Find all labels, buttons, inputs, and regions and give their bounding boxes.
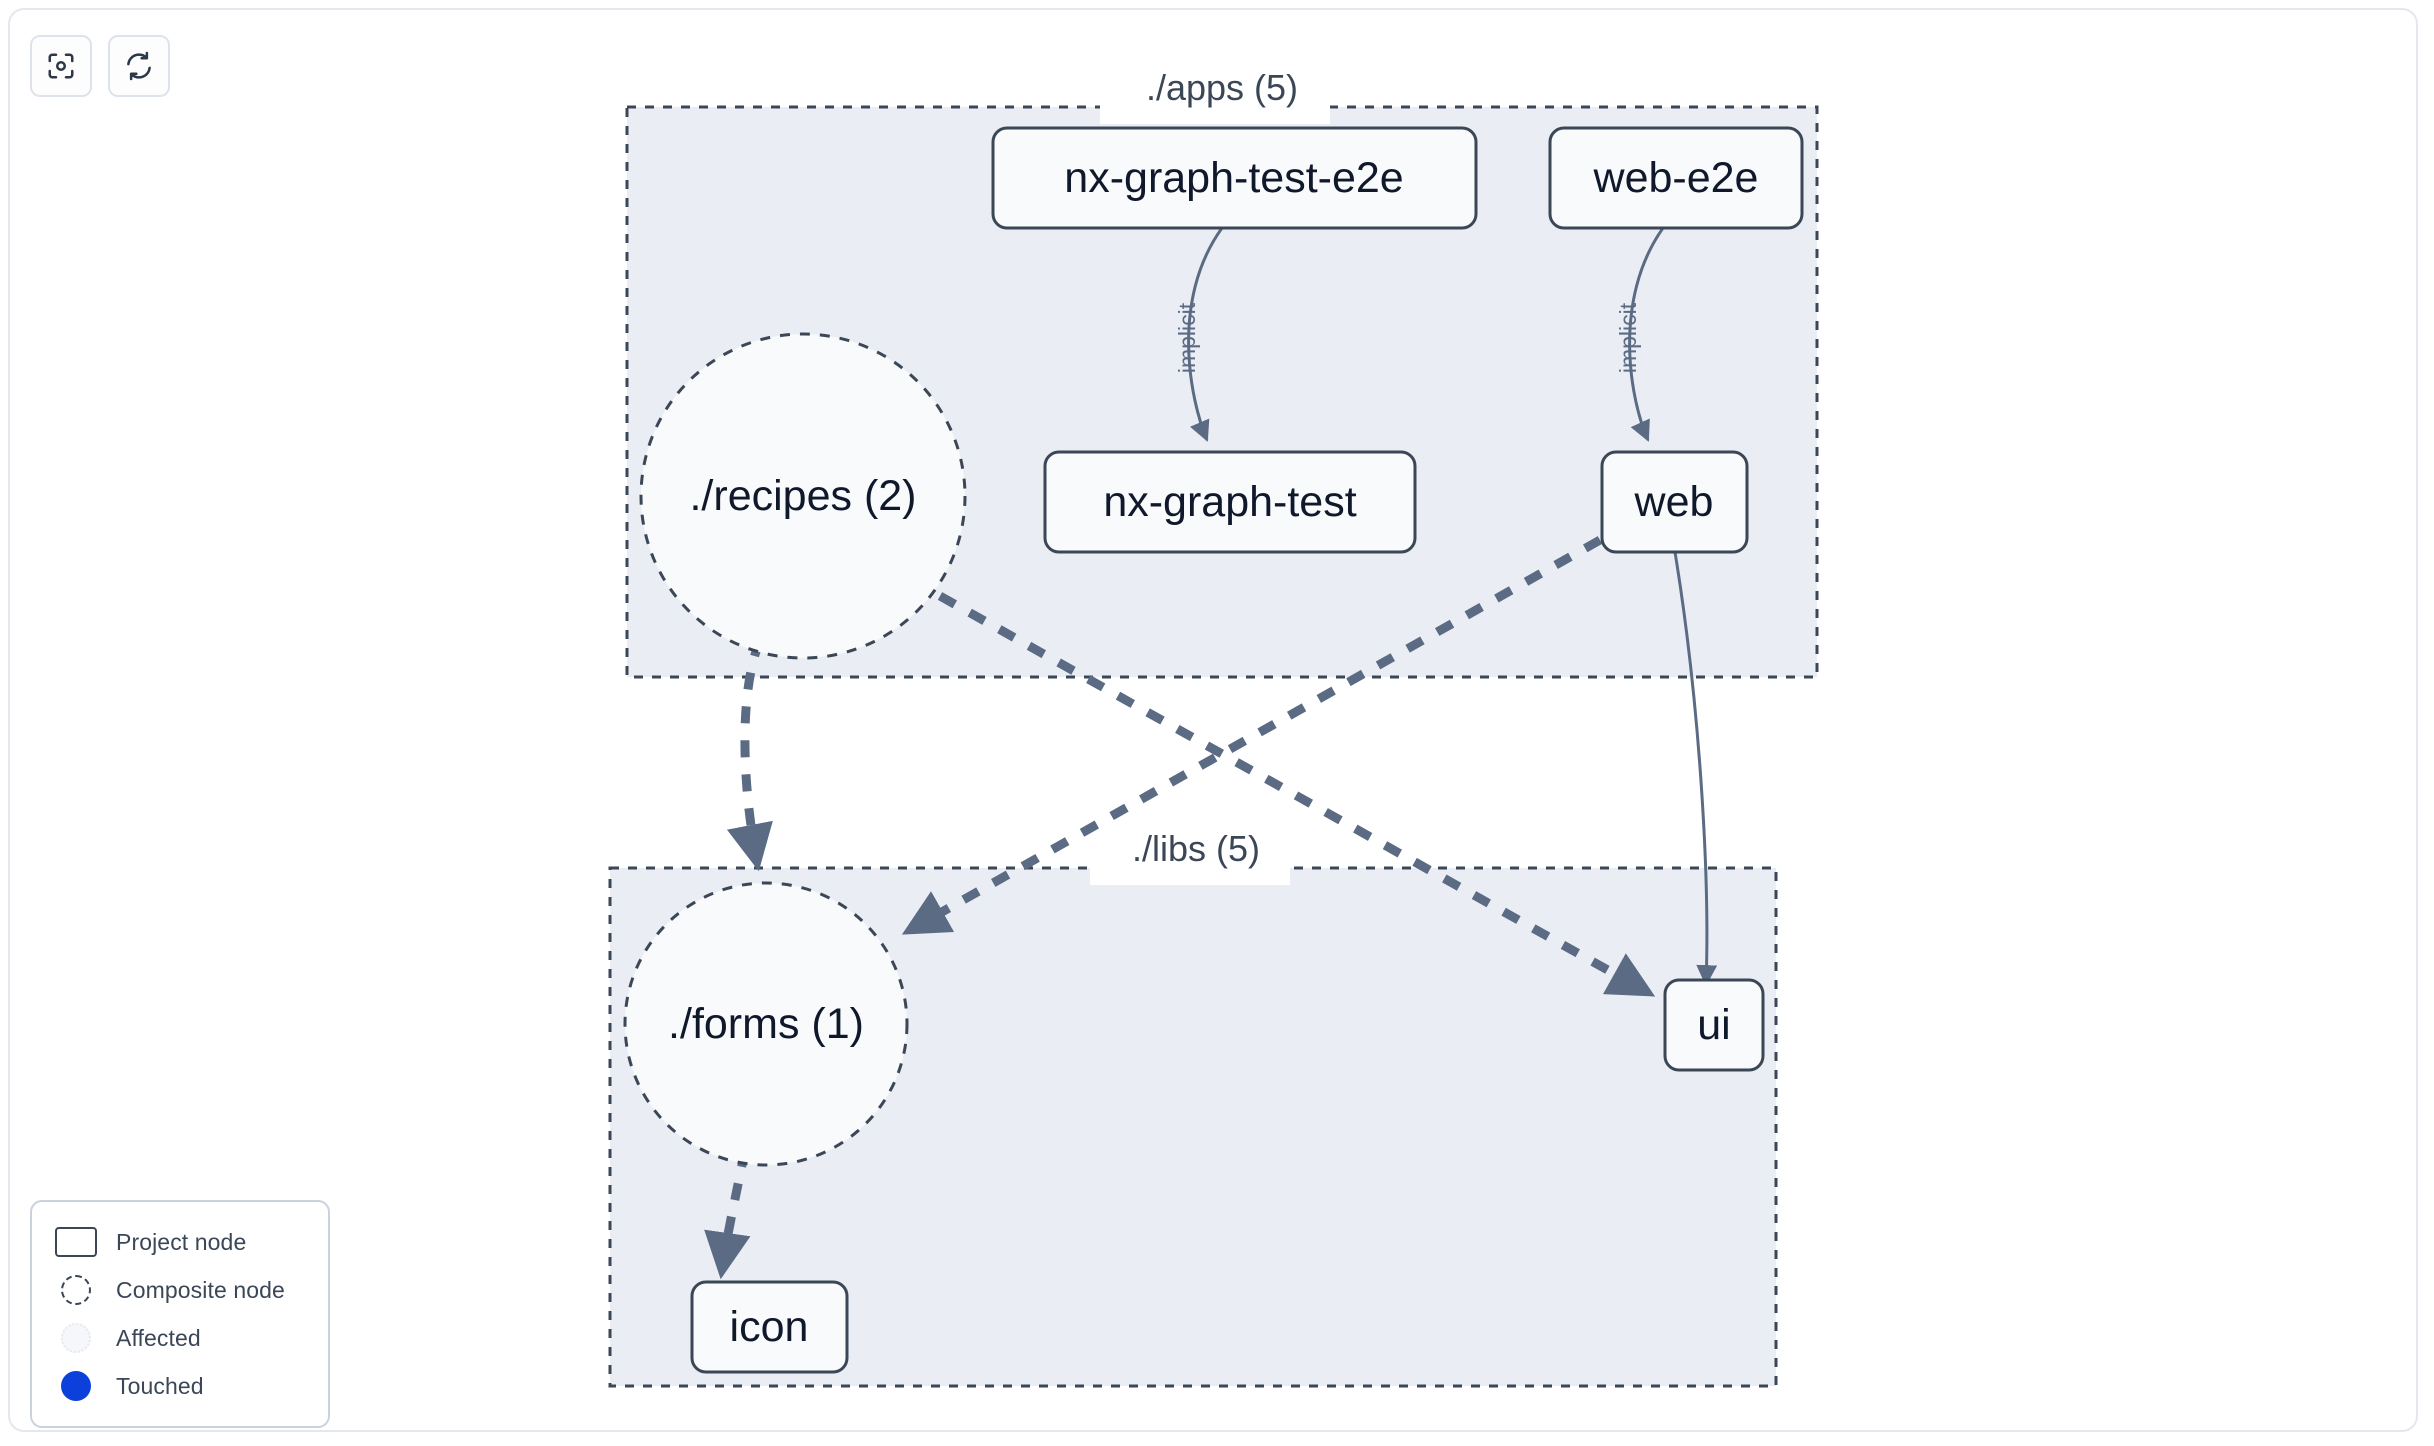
node-ui-shape[interactable] <box>1663 978 1765 1072</box>
graph-nodes: nx-graph-test-e2e web-e2e nx-graph-test … <box>623 126 1804 1374</box>
edge-label-implicit-2: implicit <box>1615 302 1641 373</box>
node-forms[interactable]: ./forms (1) <box>623 881 909 1167</box>
edge-web-ui[interactable] <box>1671 539 1718 987</box>
project-node-swatch-icon <box>54 1226 98 1258</box>
refresh-graph-button[interactable] <box>108 35 170 97</box>
edge-nx-graph-test-e2e-nx-graph-test[interactable] <box>1187 227 1224 442</box>
edge-web-e2e-web[interactable] <box>1628 227 1665 442</box>
group-libs-label: ./libs (5) <box>1132 828 1260 869</box>
node-nx-graph-test-e2e[interactable]: nx-graph-test-e2e <box>991 126 1478 230</box>
node-recipes-shape[interactable] <box>639 332 967 660</box>
node-recipes[interactable]: ./recipes (2) <box>639 332 967 660</box>
legend-item-composite-node: Composite node <box>54 1266 310 1314</box>
node-forms-label: ./forms (1) <box>668 1000 864 1048</box>
graph-toolbar <box>30 35 170 97</box>
graph-legend: Project node Composite node Affected Tou… <box>30 1200 330 1428</box>
node-icon[interactable]: icon <box>690 1280 849 1374</box>
node-web[interactable]: web <box>1600 450 1749 554</box>
node-web-e2e[interactable]: web-e2e <box>1548 126 1804 230</box>
node-web-e2e-label: web-e2e <box>1593 154 1759 202</box>
node-recipes-label: ./recipes (2) <box>689 472 916 520</box>
legend-item-project-node: Project node <box>54 1218 310 1266</box>
edge-label-implicit-1: implicit <box>1174 302 1200 373</box>
group-apps-label: ./apps (5) <box>1146 67 1298 108</box>
node-icon-shape[interactable] <box>690 1280 849 1374</box>
node-ui-label: ui <box>1697 1001 1730 1049</box>
legend-item-affected: Affected <box>54 1314 310 1362</box>
composite-node-swatch-icon <box>54 1274 98 1306</box>
focus-target-icon <box>46 51 76 81</box>
affected-swatch-icon <box>54 1322 98 1354</box>
legend-item-touched: Touched <box>54 1362 310 1410</box>
node-forms-shape[interactable] <box>623 881 909 1167</box>
touched-swatch-icon <box>54 1370 98 1402</box>
node-web-shape[interactable] <box>1600 450 1749 554</box>
node-nx-graph-test-label: nx-graph-test <box>1103 478 1356 526</box>
refresh-icon <box>124 51 154 81</box>
node-ui[interactable]: ui <box>1663 978 1765 1072</box>
node-icon-label: icon <box>730 1303 809 1351</box>
edge-recipes-forms[interactable] <box>726 638 773 872</box>
legend-label-project-node: Project node <box>116 1228 247 1255</box>
node-nx-graph-test[interactable]: nx-graph-test <box>1043 450 1417 554</box>
edge-web-forms[interactable] <box>901 536 1603 935</box>
legend-label-affected: Affected <box>116 1324 201 1351</box>
node-nx-graph-test-shape[interactable] <box>1043 450 1417 554</box>
graph-edges: implicit implicit <box>704 227 1718 1280</box>
node-nx-graph-test-e2e-shape[interactable] <box>991 126 1478 230</box>
group-apps-label-backdrop <box>1100 90 1330 124</box>
legend-label-touched: Touched <box>116 1372 204 1399</box>
edge-forms-icon[interactable] <box>704 1149 751 1280</box>
group-libs-label-backdrop <box>1090 851 1290 885</box>
focus-graph-button[interactable] <box>30 35 92 97</box>
node-web-e2e-shape[interactable] <box>1548 126 1804 230</box>
node-nx-graph-test-e2e-label: nx-graph-test-e2e <box>1064 154 1403 202</box>
node-web-label: web <box>1634 478 1714 526</box>
legend-label-composite-node: Composite node <box>116 1276 285 1303</box>
